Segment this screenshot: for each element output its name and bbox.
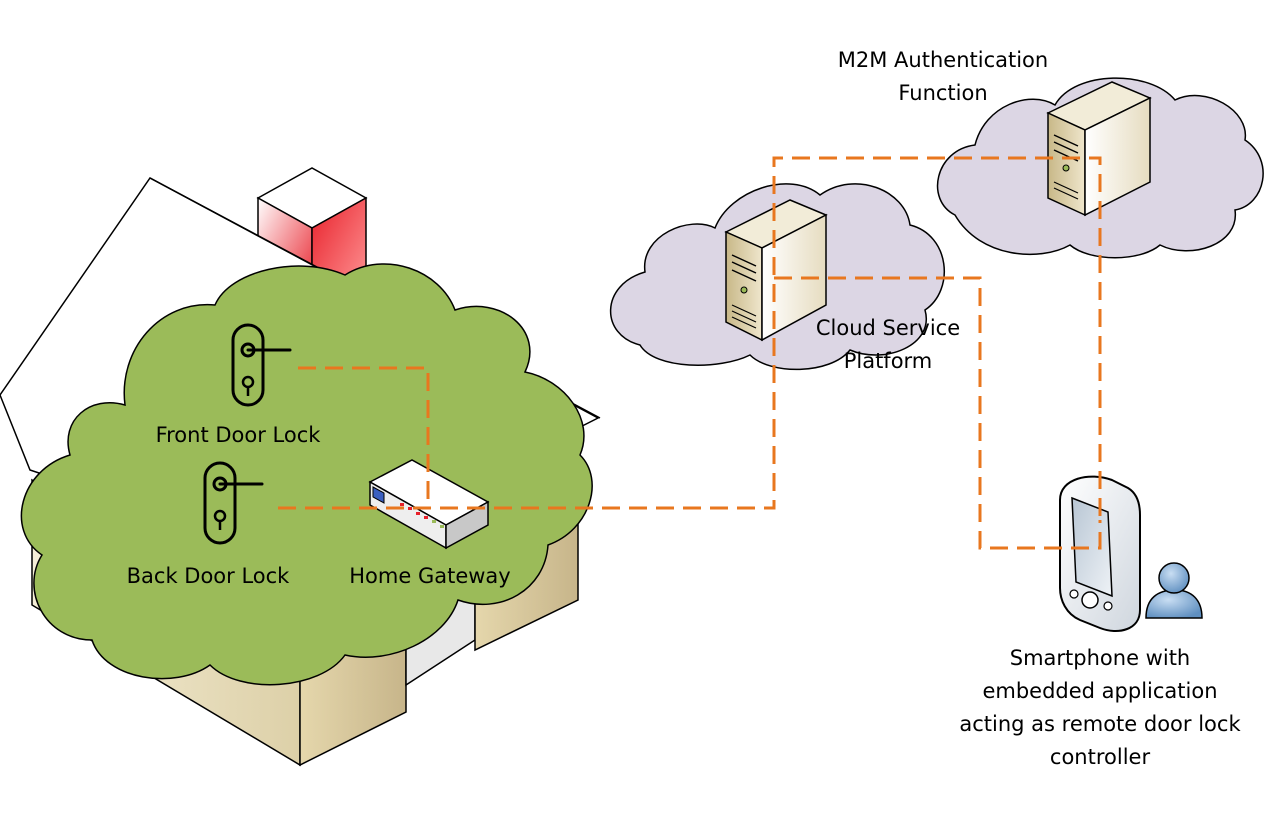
smartphone-label-line4: controller	[1050, 745, 1151, 769]
m2m-label-line2: Function	[898, 81, 987, 105]
connection-lines	[278, 156, 1102, 550]
smartphone-label-line2: embedded application	[982, 679, 1217, 703]
front-door-lock-label: Front Door Lock	[156, 423, 322, 447]
user-icon	[1145, 562, 1203, 619]
m2m-label-line1: M2M Authentication	[838, 48, 1048, 72]
connection-front-lock-gateway	[298, 366, 430, 508]
door-lock-icon-back	[203, 461, 264, 545]
connection-cloud-smartphone	[774, 276, 1102, 550]
cloud-label-line1: Cloud Service	[816, 316, 960, 340]
server-icon	[724, 199, 828, 342]
smartphone-label-line3: acting as remote door lock	[959, 712, 1241, 736]
smartphone-icon	[1059, 475, 1141, 632]
cloud-label-line2: Platform	[844, 349, 933, 373]
connection-back-lock-cloud	[278, 156, 1102, 525]
house-icon	[0, 167, 601, 767]
back-door-lock-label: Back Door Lock	[127, 564, 291, 588]
home-gateway-label: Home Gateway	[349, 564, 510, 588]
door-lock-icon	[231, 323, 292, 407]
smartphone-label-line1: Smartphone with	[1010, 646, 1190, 670]
server-icon-m2m	[1046, 81, 1152, 217]
